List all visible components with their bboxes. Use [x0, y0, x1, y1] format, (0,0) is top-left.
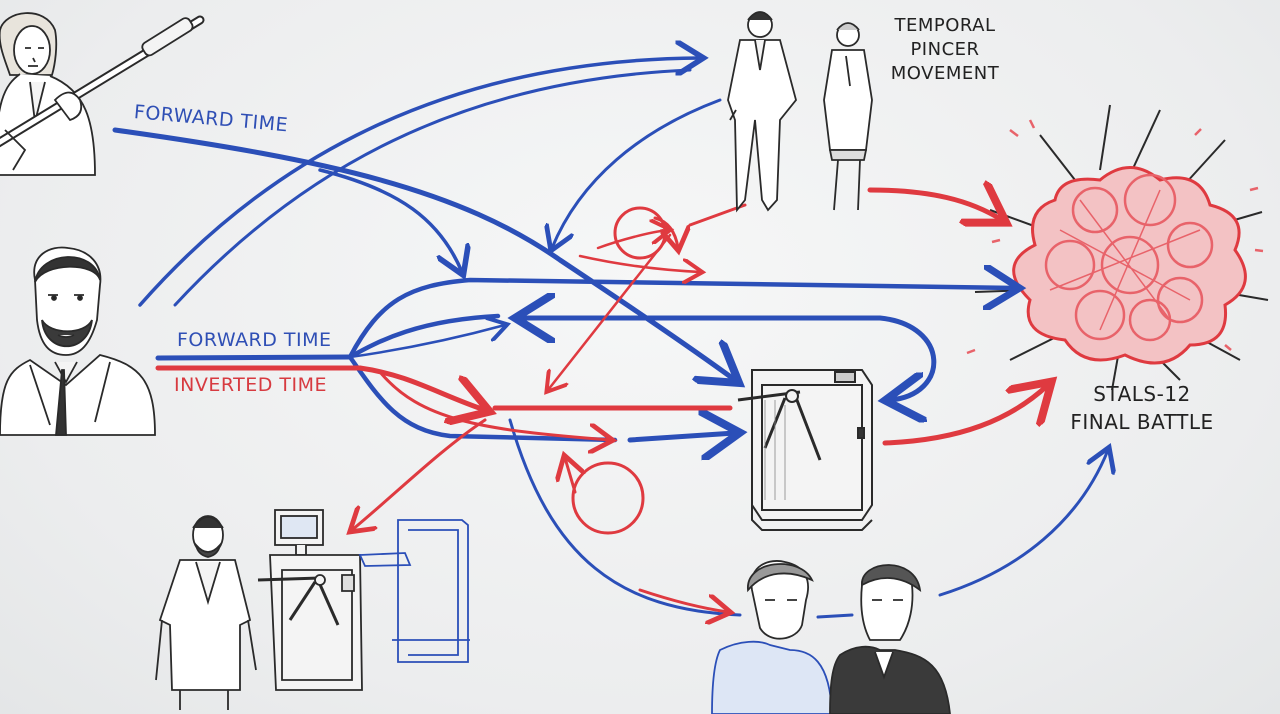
forward-time-paths — [112, 58, 1108, 619]
bottom-duo-figure — [711, 560, 951, 714]
protagonist-figure — [0, 246, 156, 436]
forward-time-label: FORWARD TIME — [177, 329, 332, 351]
explosion-icon — [966, 104, 1269, 391]
temporal-pincer-label: TEMPORAL PINCER MOVEMENT — [880, 14, 1010, 86]
woman-with-rifle-figure — [0, 12, 205, 176]
battle-line-2: FINAL BATTLE — [1070, 410, 1214, 434]
final-battle-label: STALS-12 FINAL BATTLE — [1052, 380, 1232, 436]
battle-line-1: STALS-12 — [1093, 382, 1191, 406]
pincer-couple-figure — [727, 11, 873, 213]
inverted-time-paths — [155, 190, 1048, 612]
agent-figure — [155, 515, 257, 710]
pincer-line-3: MOVEMENT — [890, 63, 1000, 84]
inverted-time-label: INVERTED TIME — [174, 374, 328, 396]
security-gate-icon — [257, 509, 470, 691]
pincer-line-2: PINCER — [910, 39, 980, 60]
turnstile-icon — [737, 369, 873, 531]
pincer-line-1: TEMPORAL — [894, 15, 996, 36]
